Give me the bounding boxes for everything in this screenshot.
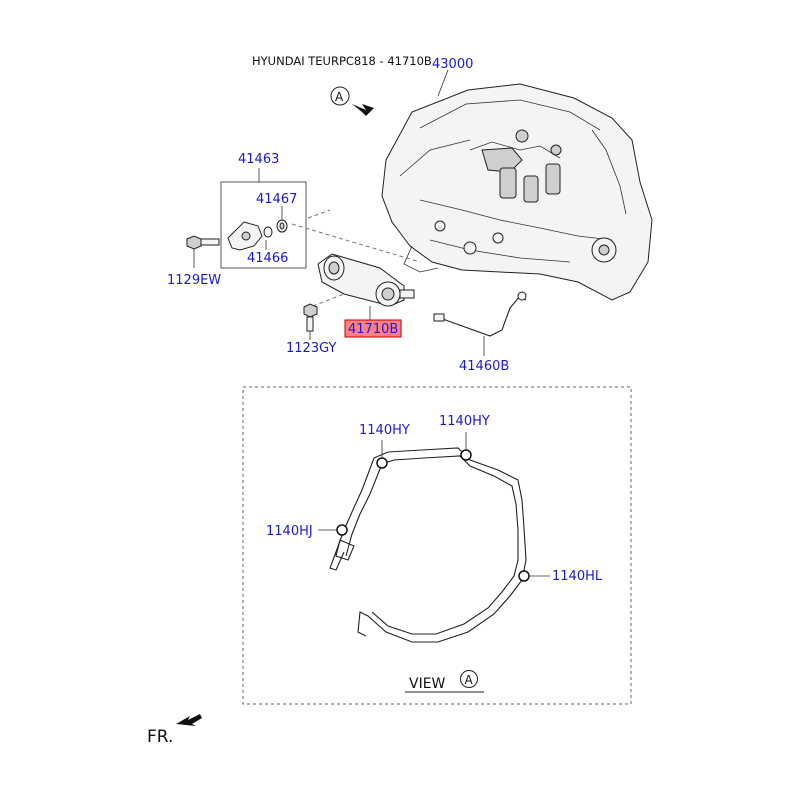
front-arrow-icon <box>176 714 202 726</box>
callout-hose[interactable]: 41460B <box>459 359 509 374</box>
cylinder-callout-highlight <box>344 319 402 338</box>
bolt-b-illustration <box>303 303 318 332</box>
transmission-assembly-illustration <box>381 83 653 301</box>
alignment-line-1 <box>291 223 421 263</box>
callout-bracket[interactable]: 41466 <box>247 251 288 266</box>
view-caption-text: VIEW <box>409 676 446 692</box>
callout-dowel-top-left[interactable]: 1140HY <box>359 423 410 438</box>
front-label: FR. <box>147 727 173 747</box>
transmission-leader <box>437 69 449 97</box>
view-a-letter-top: A <box>335 90 344 104</box>
hose-illustration <box>433 291 527 337</box>
pin-part-illustration <box>276 219 288 233</box>
callout-bracket-group[interactable]: 41463 <box>238 152 279 167</box>
view-caption-letter: A <box>465 673 474 687</box>
bracket-group-box <box>220 181 307 269</box>
front-direction-indicator: FR. <box>147 714 202 747</box>
dowel-right <box>518 570 530 582</box>
bracket-part-illustration <box>227 221 273 251</box>
callout-bolt-a[interactable]: 1129EW <box>167 273 221 288</box>
callout-bolt-b[interactable]: 1123GY <box>286 341 337 356</box>
dowel-top-right <box>460 449 472 461</box>
slave-cylinder-illustration <box>317 253 415 307</box>
view-a-caption: VIEW A <box>405 670 484 693</box>
diagram-title: HYUNDAI TEURPC818 - 41710B <box>252 54 432 68</box>
view-a-marker-top: A <box>330 86 374 116</box>
callout-dowel-left[interactable]: 1140HJ <box>266 524 313 539</box>
callout-pin[interactable]: 41467 <box>256 192 297 207</box>
view-a-detail-box <box>242 386 632 705</box>
bellhousing-gasket-illustration <box>329 447 527 643</box>
callout-cylinder[interactable]: 41710B <box>348 322 398 337</box>
dowel-left <box>336 524 348 536</box>
view-direction-arrow-icon <box>352 104 374 116</box>
callout-transmission[interactable]: 43000 <box>432 57 473 72</box>
callout-dowel-top-right[interactable]: 1140HY <box>439 414 490 429</box>
alignment-line-3 <box>307 209 331 219</box>
dowel-top-left <box>376 457 388 469</box>
callout-dowel-right[interactable]: 1140HL <box>552 569 603 584</box>
bolt-a-illustration <box>186 235 220 250</box>
